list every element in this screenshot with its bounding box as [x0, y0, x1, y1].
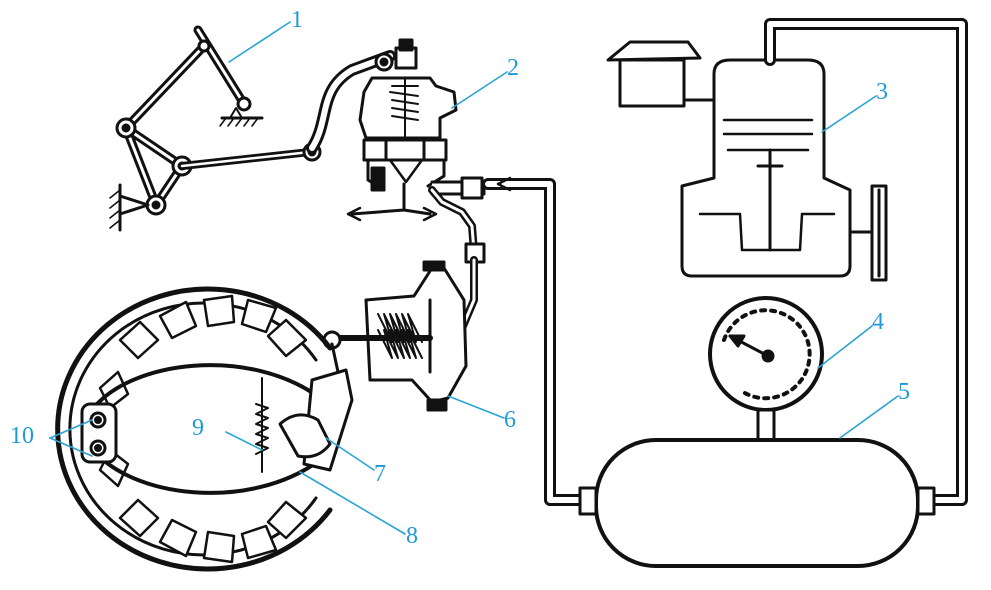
label-4: 4 [872, 309, 884, 335]
label-3: 3 [876, 79, 888, 105]
label-8: 8 [406, 523, 418, 549]
label-5: 5 [898, 379, 910, 405]
label-1: 1 [291, 7, 303, 33]
brake-drum [55, 286, 333, 572]
air-compressor [606, 18, 968, 506]
label-7: 7 [374, 461, 386, 487]
brake-valve [346, 38, 486, 264]
return-spring [255, 377, 269, 473]
label-10: 10 [10, 423, 34, 449]
air-pipe [482, 176, 596, 506]
air-tank [578, 438, 936, 568]
label-2: 2 [507, 55, 519, 81]
label-9: 9 [192, 415, 204, 441]
brake-chamber [322, 256, 478, 412]
brake-cam [278, 342, 354, 472]
label-6: 6 [504, 407, 516, 433]
pressure-gauge [708, 296, 824, 442]
brake-pedal-linkage [109, 25, 396, 232]
leader-lines [49, 21, 899, 535]
